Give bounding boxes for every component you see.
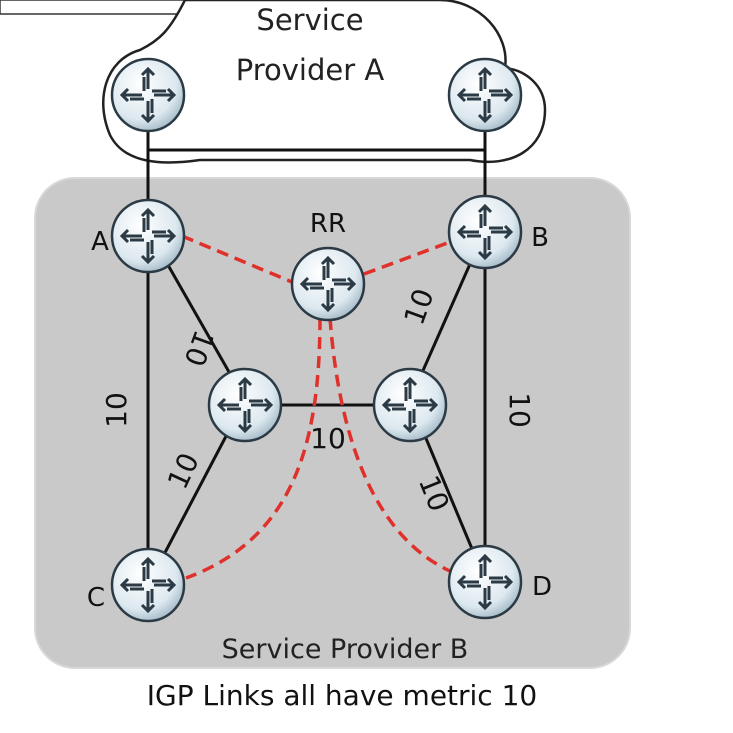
router-c-icon [110, 547, 186, 623]
router-mid-left-icon [207, 367, 283, 443]
router-spa-left-icon [110, 57, 186, 133]
router-c-label: C [87, 583, 105, 613]
router-rr-icon [290, 246, 366, 322]
router-rr-label: RR [310, 209, 346, 239]
router-b-label: B [531, 223, 549, 253]
metric-a-c: 10 [100, 392, 133, 428]
metric-mid-link: 10 [310, 422, 346, 455]
domain-b-label: Service Provider B [222, 634, 469, 665]
router-a-label: A [91, 227, 109, 257]
cloud-label-line1: Service [256, 3, 363, 37]
router-b-icon [447, 194, 523, 270]
router-d-label: D [532, 572, 552, 602]
rr-sessions [181, 234, 453, 580]
router-spa-right-icon [447, 57, 523, 133]
router-mid-right-icon [372, 367, 448, 443]
diagram-caption: IGP Links all have metric 10 [147, 679, 537, 712]
router-d-icon [447, 544, 523, 620]
rr-session-a [181, 234, 293, 284]
router-a-icon [110, 198, 186, 274]
cloud-label-line2: Provider A [236, 53, 385, 87]
rr-session-d [328, 317, 453, 574]
metric-b-d: 10 [503, 392, 536, 428]
rr-session-b [363, 240, 451, 276]
rr-session-c [185, 317, 322, 580]
